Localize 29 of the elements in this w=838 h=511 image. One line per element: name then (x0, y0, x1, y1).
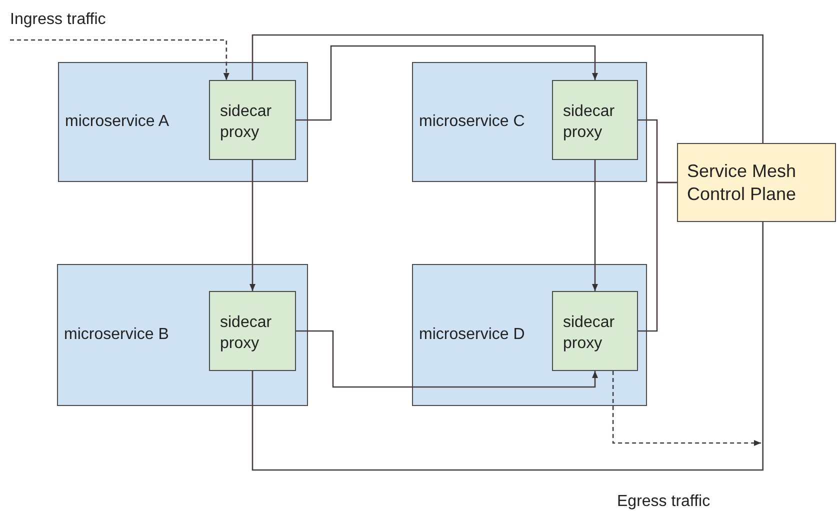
connector-line (252, 222, 764, 471)
proxy-box (552, 291, 638, 371)
node-label: microservice C (419, 112, 526, 132)
arrow (592, 160, 598, 291)
node-label: microservice B (64, 325, 170, 345)
arrow (296, 330, 598, 388)
node-label: sidecar proxy (563, 102, 616, 143)
microservice-box (57, 264, 308, 406)
proxy-box (209, 80, 296, 160)
node-label: microservice A (65, 112, 170, 132)
arrow (250, 160, 256, 291)
dashed-arrow (10, 39, 230, 80)
microservice-box (412, 264, 647, 406)
microservice-box (58, 62, 308, 182)
traffic-label: Ingress traffic (10, 10, 106, 30)
node-label: sidecar proxy (220, 313, 273, 354)
proxy-box (552, 80, 638, 160)
traffic-label: Egress traffic (617, 492, 710, 511)
arrow (296, 45, 598, 121)
node-label: sidecar proxy (563, 313, 616, 354)
connector-line (252, 34, 764, 143)
dashed-arrow (612, 371, 761, 446)
node-label: microservice D (419, 325, 526, 345)
control-plane-box (677, 143, 836, 222)
node-label: sidecar proxy (220, 102, 273, 143)
node-label: Service Mesh Control Plane (687, 160, 798, 206)
microservice-box (412, 62, 647, 182)
proxy-box (209, 291, 296, 371)
connector-line (638, 182, 677, 332)
